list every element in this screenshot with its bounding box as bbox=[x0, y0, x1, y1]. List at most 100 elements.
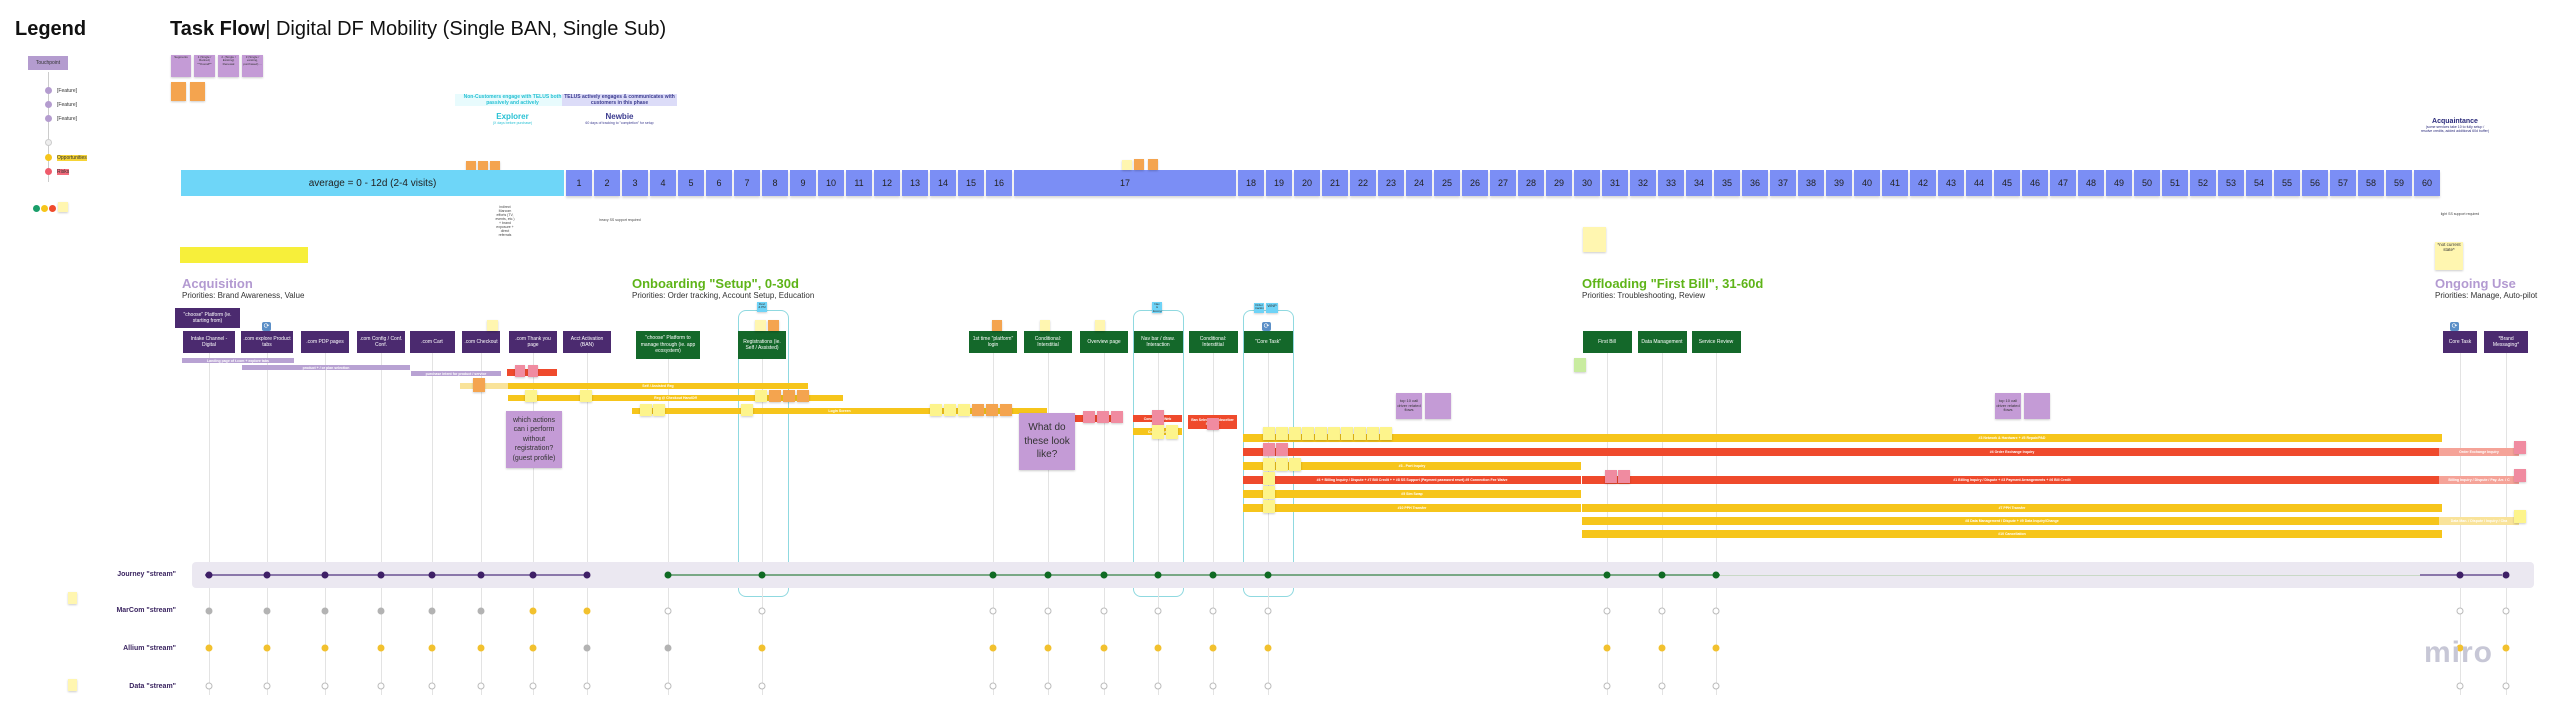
opportunity-sticky[interactable] bbox=[1166, 425, 1178, 439]
choose-platform-start[interactable]: "choose" Platform (ie. starting from) bbox=[175, 308, 240, 328]
opportunity-sticky[interactable] bbox=[1263, 500, 1275, 513]
touchpoint-card[interactable]: .com Cart bbox=[409, 331, 455, 353]
journey-stream-dot[interactable] bbox=[1603, 571, 1611, 579]
opportunity-sticky[interactable] bbox=[1289, 427, 1301, 440]
note-sticky[interactable] bbox=[1040, 320, 1050, 331]
risk-sticky[interactable] bbox=[1618, 470, 1630, 483]
journey-stream-dot[interactable] bbox=[377, 571, 385, 579]
opportunity-sticky[interactable] bbox=[1354, 427, 1366, 440]
blue-sticky[interactable]: Devt & PM bbox=[757, 302, 767, 312]
note-sticky[interactable] bbox=[487, 320, 498, 331]
touchpoint-card[interactable]: .com explore Product tabs bbox=[241, 331, 293, 353]
allium-stream-dot[interactable] bbox=[1264, 644, 1272, 652]
allium-stream-dot[interactable] bbox=[989, 644, 997, 652]
allium-stream-dot[interactable] bbox=[321, 644, 329, 652]
journey-stream-dot[interactable] bbox=[1100, 571, 1108, 579]
opportunity-sticky[interactable] bbox=[640, 404, 652, 416]
note-sticky[interactable] bbox=[478, 161, 488, 171]
opportunity-sticky[interactable] bbox=[1263, 458, 1275, 471]
touchpoint-card[interactable]: Registrations (ie. Self / Assisted) bbox=[738, 331, 786, 359]
marcom-stream-dot[interactable] bbox=[1100, 607, 1108, 615]
note-sticky[interactable] bbox=[490, 161, 500, 171]
touchpoint-card[interactable]: Acct Activation (BAN) bbox=[563, 331, 611, 353]
journey-stream-dot[interactable] bbox=[477, 571, 485, 579]
note-sticky[interactable] bbox=[68, 679, 77, 691]
touchpoint-card[interactable]: .com PDP pages bbox=[301, 331, 349, 353]
allium-stream-dot[interactable] bbox=[2456, 644, 2464, 652]
note-sticky[interactable] bbox=[171, 82, 186, 101]
marcom-stream-dot[interactable] bbox=[664, 607, 672, 615]
opportunity-sticky[interactable] bbox=[1276, 458, 1288, 471]
journey-stream-dot[interactable] bbox=[583, 571, 591, 579]
note-sticky[interactable] bbox=[466, 161, 476, 171]
data-stream-dot[interactable] bbox=[263, 682, 271, 690]
touchpoint-card[interactable]: "choose" Platform to manage through (ie.… bbox=[636, 331, 700, 359]
opportunity-sticky[interactable] bbox=[1263, 472, 1275, 485]
marcom-stream-dot[interactable] bbox=[2456, 607, 2464, 615]
allium-stream-dot[interactable] bbox=[1209, 644, 1217, 652]
allium-stream-dot[interactable] bbox=[263, 644, 271, 652]
risk-sticky[interactable] bbox=[1207, 418, 1219, 430]
green-sticky[interactable] bbox=[1574, 358, 1586, 372]
allium-stream-dot[interactable] bbox=[1154, 644, 1162, 652]
marcom-stream-dot[interactable] bbox=[477, 607, 485, 615]
data-stream-dot[interactable] bbox=[428, 682, 436, 690]
marcom-stream-dot[interactable] bbox=[377, 607, 385, 615]
top10-sticky[interactable]: top 10 call driver related flows bbox=[1396, 393, 1422, 419]
note-sticky[interactable] bbox=[1583, 227, 1606, 252]
risk-sticky[interactable] bbox=[2514, 441, 2526, 454]
data-stream-dot[interactable] bbox=[2502, 682, 2510, 690]
data-stream-dot[interactable] bbox=[205, 682, 213, 690]
marcom-stream-dot[interactable] bbox=[263, 607, 271, 615]
risk-sticky[interactable] bbox=[1097, 411, 1109, 423]
note-sticky[interactable] bbox=[992, 320, 1002, 331]
opportunity-sticky[interactable] bbox=[2514, 510, 2526, 523]
note-sticky[interactable] bbox=[755, 320, 766, 331]
data-stream-dot[interactable] bbox=[1603, 682, 1611, 690]
top10-sticky[interactable] bbox=[2024, 393, 2050, 419]
opportunity-sticky[interactable] bbox=[1263, 486, 1275, 499]
touchpoint-card[interactable]: First Bill bbox=[1582, 331, 1632, 353]
allium-stream-dot[interactable] bbox=[428, 644, 436, 652]
marcom-stream-dot[interactable] bbox=[2502, 607, 2510, 615]
allium-stream-dot[interactable] bbox=[1100, 644, 1108, 652]
data-stream-dot[interactable] bbox=[377, 682, 385, 690]
risk-sticky[interactable] bbox=[1263, 443, 1275, 456]
journey-stream-dot[interactable] bbox=[1712, 571, 1720, 579]
data-stream-dot[interactable] bbox=[1712, 682, 1720, 690]
allium-stream-dot[interactable] bbox=[377, 644, 385, 652]
data-stream-dot[interactable] bbox=[664, 682, 672, 690]
marcom-stream-dot[interactable] bbox=[428, 607, 436, 615]
marcom-stream-dot[interactable] bbox=[1154, 607, 1162, 615]
touchpoint-card[interactable]: .com Thank you page bbox=[509, 331, 557, 353]
touchpoint-card[interactable]: Conditional: Interstitial bbox=[1024, 331, 1072, 353]
allium-stream-dot[interactable] bbox=[1603, 644, 1611, 652]
marcom-stream-dot[interactable] bbox=[1603, 607, 1611, 615]
marcom-stream-dot[interactable] bbox=[1264, 607, 1272, 615]
marcom-stream-dot[interactable] bbox=[205, 607, 213, 615]
blue-sticky[interactable]: Order tracking bbox=[1254, 303, 1264, 313]
opportunity-sticky[interactable] bbox=[1276, 427, 1288, 440]
marcom-stream-dot[interactable] bbox=[1712, 607, 1720, 615]
segment-sticky[interactable]: 3 (Single / existing, purchased) ... bbox=[242, 55, 263, 77]
opportunity-sticky[interactable] bbox=[755, 390, 767, 402]
note-sticky[interactable] bbox=[783, 390, 795, 402]
opportunity-sticky[interactable] bbox=[1367, 427, 1379, 440]
opportunity-sticky[interactable] bbox=[1341, 427, 1353, 440]
opportunity-sticky[interactable] bbox=[525, 390, 537, 402]
journey-stream-dot[interactable] bbox=[428, 571, 436, 579]
segment-sticky[interactable]: 1 (Single / Retired) **Overall** bbox=[194, 55, 215, 77]
opportunity-sticky[interactable] bbox=[1380, 427, 1392, 440]
touchpoint-card[interactable]: Core Task bbox=[2443, 331, 2477, 353]
marcom-stream-dot[interactable] bbox=[1044, 607, 1052, 615]
marcom-stream-dot[interactable] bbox=[989, 607, 997, 615]
opportunity-sticky[interactable] bbox=[1302, 427, 1314, 440]
journey-stream-dot[interactable] bbox=[2502, 571, 2510, 579]
data-stream-dot[interactable] bbox=[1044, 682, 1052, 690]
risk-sticky[interactable] bbox=[1111, 411, 1123, 423]
opportunity-sticky[interactable] bbox=[741, 404, 753, 416]
touchpoint-card[interactable]: .com Config / Conf. Conf. bbox=[357, 331, 405, 353]
touchpoint-card[interactable]: Service Review bbox=[1691, 331, 1741, 353]
journey-stream-dot[interactable] bbox=[205, 571, 213, 579]
data-stream-dot[interactable] bbox=[2456, 682, 2464, 690]
